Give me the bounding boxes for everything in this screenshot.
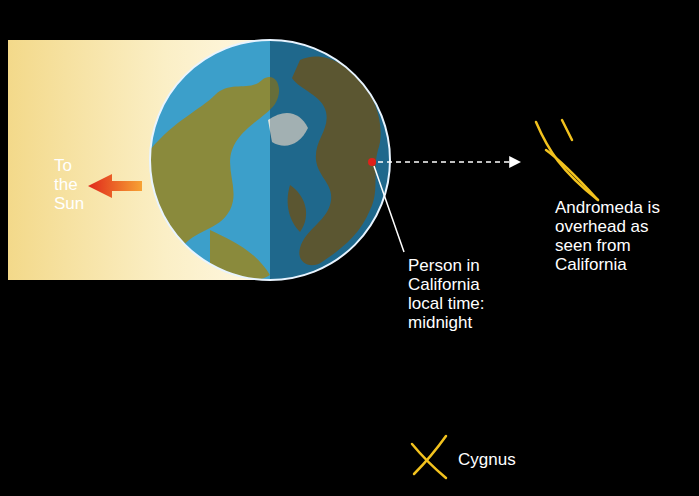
andromeda-constellation	[536, 120, 598, 200]
leader-line	[374, 166, 404, 252]
line-of-sight-arrow	[378, 161, 520, 163]
earth-globe	[150, 40, 390, 280]
cygnus-constellation	[412, 436, 446, 478]
cygnus-label: Cygnus	[458, 450, 538, 469]
sunlight-band	[8, 40, 270, 280]
person-dot	[368, 158, 376, 166]
globe-rim	[150, 40, 390, 280]
sun-direction-arrow	[88, 174, 142, 198]
sun-label: To the Sun	[54, 156, 98, 213]
observer-label: Person in California local time: midnigh…	[408, 256, 508, 332]
andromeda-label: Andromeda is overhead as seen from Calif…	[555, 198, 663, 274]
